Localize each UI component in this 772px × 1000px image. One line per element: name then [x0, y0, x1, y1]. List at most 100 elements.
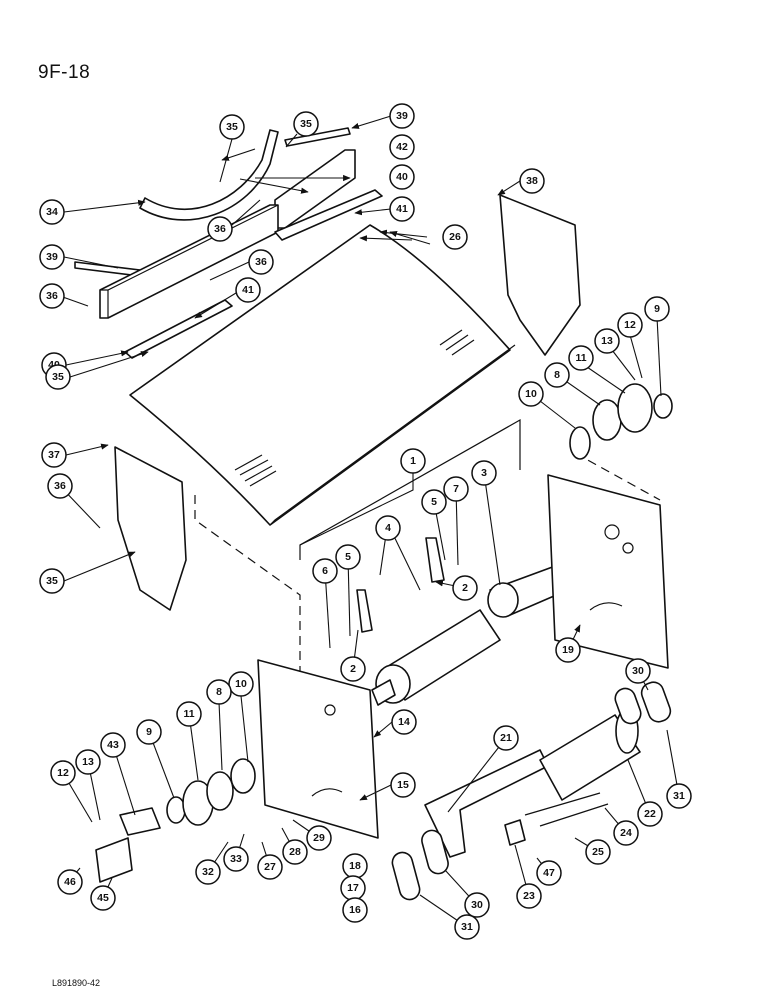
callout-label: 2: [462, 582, 468, 594]
side-shield-left: [114, 446, 187, 611]
callout-label: 40: [396, 171, 408, 183]
callout-label: 36: [214, 223, 226, 235]
callout-11-right: 11: [568, 345, 594, 371]
callout-label: 35: [226, 121, 238, 133]
callout-35-lower: 35: [39, 568, 65, 594]
callout-label: 13: [601, 335, 613, 347]
callout-40-upper: 40: [389, 164, 415, 190]
side-shield-right: [499, 194, 581, 356]
callout-label: 5: [431, 496, 437, 508]
callout-2-left: 2: [340, 656, 366, 682]
callout-label: 4: [385, 522, 391, 534]
small-bracket: [119, 807, 161, 836]
callout-8-right: 8: [544, 362, 570, 388]
callout-label: 12: [624, 319, 636, 331]
callout-12-left: 12: [50, 760, 76, 786]
callout-14: 14: [391, 709, 417, 735]
callout-7: 7: [443, 476, 469, 502]
callout-label: 31: [461, 921, 473, 933]
callout-label: 47: [543, 867, 555, 879]
page-code: 9F-18: [38, 62, 91, 83]
callout-11-left: 11: [176, 701, 202, 727]
callout-label: 22: [644, 808, 656, 820]
drawing-code: L891890-42: [52, 978, 101, 988]
leader-lines: [59, 115, 680, 928]
callout-label: 35: [300, 118, 312, 130]
callout-10-right: 10: [518, 381, 544, 407]
callout-label: 37: [48, 449, 60, 461]
callout-label: 17: [347, 882, 359, 894]
callout-29: 29: [306, 825, 332, 851]
callout-42: 42: [389, 134, 415, 160]
callout-45: 45: [90, 885, 116, 911]
callout-label: 2: [350, 663, 356, 675]
callout-label: 19: [562, 644, 574, 656]
callout-label: 42: [396, 141, 408, 153]
callout-3: 3: [471, 460, 497, 486]
callout-24: 24: [613, 820, 639, 846]
callout-36-mid: 36: [248, 249, 274, 275]
callout-label: 10: [235, 678, 247, 690]
callout-label: 13: [82, 756, 94, 768]
callout-39-lower: 39: [39, 244, 65, 270]
callout-label: 11: [575, 352, 586, 364]
callout-13-left: 13: [75, 749, 101, 775]
callout-label: 45: [97, 892, 109, 904]
hinge-strip-lower: [124, 299, 233, 359]
callout-35-top: 35: [293, 111, 319, 137]
callout-label: 33: [230, 853, 242, 865]
callout-35-top-left: 35: [219, 114, 245, 140]
callout-23: 23: [516, 883, 542, 909]
callout-label: 12: [57, 767, 69, 779]
callout-31-right: 31: [666, 783, 692, 809]
callout-33: 33: [223, 846, 249, 872]
callout-9-right: 9: [644, 296, 670, 322]
link-plate-left: [356, 589, 373, 633]
callout-label: 8: [216, 686, 222, 698]
callout-43: 43: [100, 732, 126, 758]
callout-label: 34: [46, 206, 58, 218]
callout-9-left: 9: [136, 719, 162, 745]
parts-drawing: [74, 127, 673, 901]
callout-31-left: 31: [454, 914, 480, 940]
callout-16: 16: [342, 897, 368, 923]
roller-tube: [539, 714, 641, 801]
callout-25: 25: [585, 839, 611, 865]
callout-label: 39: [396, 110, 408, 122]
callout-label: 35: [52, 371, 64, 383]
callout-label: 23: [523, 890, 535, 902]
curved-strip: [139, 129, 279, 221]
callout-5-left: 5: [335, 544, 361, 570]
callout-label: 27: [264, 861, 276, 873]
link-plate-right: [425, 537, 445, 583]
callout-28: 28: [282, 839, 308, 865]
callout-label: 43: [107, 739, 119, 751]
hinge-strip-upper: [274, 189, 383, 241]
callout-label: 46: [64, 876, 76, 888]
callout-36-upper: 36: [207, 216, 233, 242]
callout-label: 41: [242, 284, 254, 296]
callout-17: 17: [340, 875, 366, 901]
callout-12-right: 12: [617, 312, 643, 338]
callout-label: 30: [632, 665, 644, 677]
callout-label: 21: [500, 732, 512, 744]
callout-label: 32: [202, 866, 214, 878]
callout-35-mid: 35: [45, 364, 71, 390]
callout-label: 10: [525, 388, 537, 400]
callout-19: 19: [555, 637, 581, 663]
side-plate-left: [257, 659, 379, 839]
callout-5-right: 5: [421, 489, 447, 515]
callout-label: 39: [46, 251, 58, 263]
callout-32: 32: [195, 859, 221, 885]
callout-39-top: 39: [389, 103, 415, 129]
callout-label: 28: [289, 846, 301, 858]
callout-18: 18: [342, 853, 368, 879]
callout-label: 36: [46, 290, 58, 302]
callout-27: 27: [257, 854, 283, 880]
callout-1: 1: [400, 448, 426, 474]
callout-label: 3: [481, 467, 487, 479]
callout-10-left: 10: [228, 671, 254, 697]
callout-46: 46: [57, 869, 83, 895]
callout-label: 1: [410, 455, 416, 467]
